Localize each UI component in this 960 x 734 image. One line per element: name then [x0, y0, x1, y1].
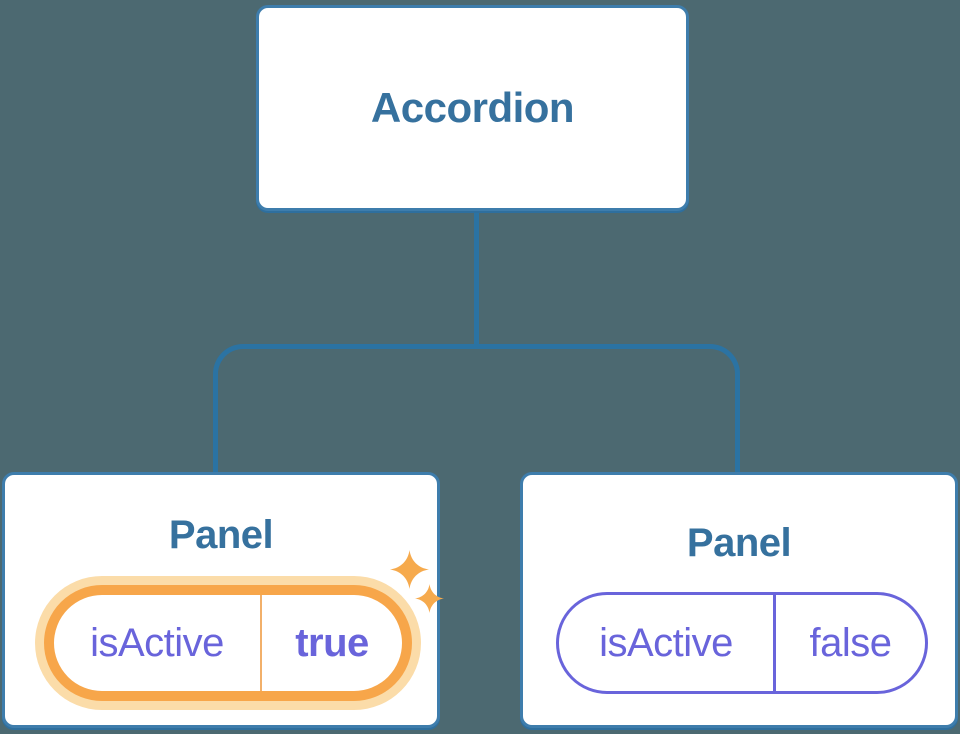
pill-divider: [260, 595, 262, 691]
panel-title: Panel: [168, 513, 274, 557]
connector-root-stem: [474, 211, 479, 349]
panel-node-inactive: Panel isActive false: [520, 472, 958, 728]
state-key: isActive: [90, 620, 224, 665]
state-pill-active-glow: isActive true: [35, 576, 421, 710]
accordion-label: Accordion: [370, 84, 575, 131]
connector-branches: [213, 344, 740, 472]
accordion-node: Accordion: [256, 5, 689, 211]
panel-node-active: Panel isActive true: [2, 472, 444, 728]
state-value: true: [295, 620, 369, 665]
state-pill-active: isActive true: [44, 585, 412, 701]
sparkle-icon: [415, 584, 444, 613]
state-key: isActive: [599, 620, 733, 665]
pill-divider: [773, 595, 776, 691]
state-pill-inactive: isActive false: [556, 592, 928, 694]
panel-title: Panel: [686, 521, 792, 565]
sparkle-icon: [390, 550, 429, 589]
state-value: false: [809, 620, 893, 665]
